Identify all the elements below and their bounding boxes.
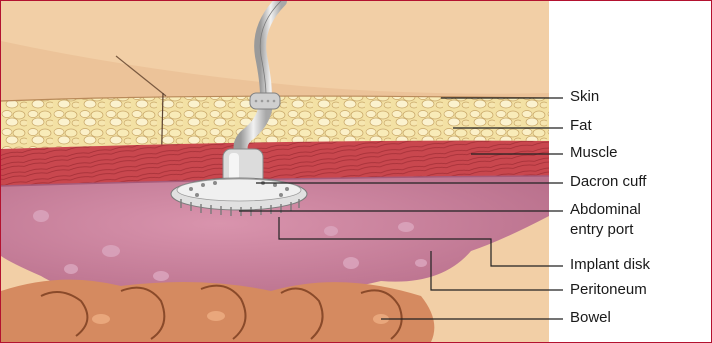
label-bowel: Bowel xyxy=(570,308,611,328)
label-fat: Fat xyxy=(570,116,592,136)
bowel-loops xyxy=(1,280,434,342)
label-dacron-cuff: Dacron cuff xyxy=(570,172,646,192)
label-abdominal-entry-port-line2: entry port xyxy=(570,220,633,240)
label-muscle: Muscle xyxy=(570,143,618,163)
label-implant-disk: Implant disk xyxy=(570,255,650,275)
subcutaneous-cuff xyxy=(250,93,280,109)
label-skin: Skin xyxy=(570,87,599,107)
label-abdominal-entry-port-line1: Abdominal xyxy=(570,200,641,220)
label-peritoneum: Peritoneum xyxy=(570,280,647,300)
